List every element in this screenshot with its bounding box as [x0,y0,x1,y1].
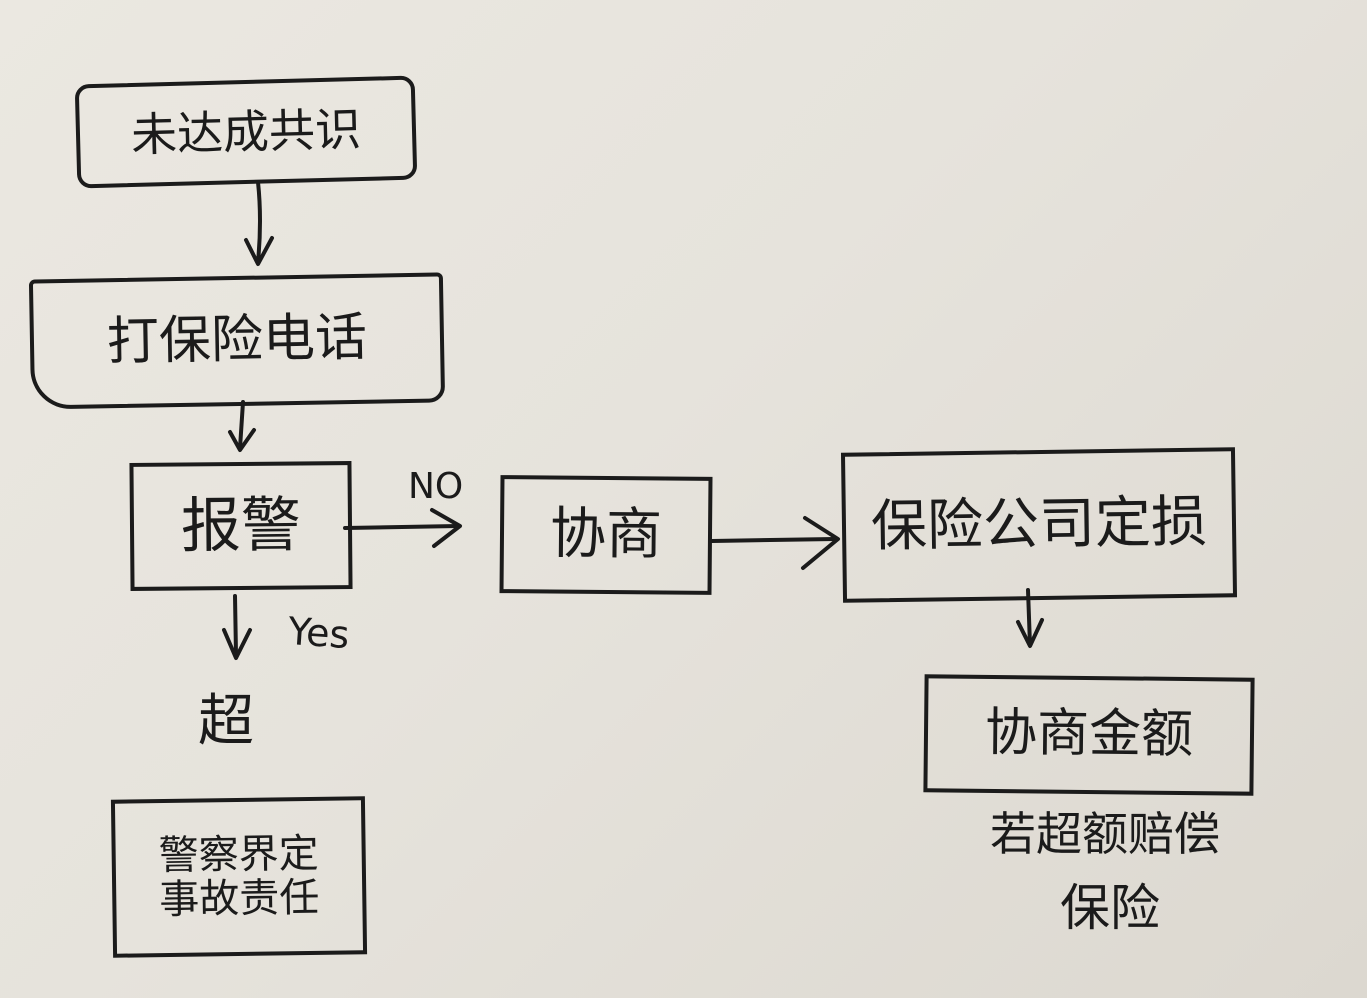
arrowhead-amount [1016,618,1044,648]
arrowhead-yes [222,628,252,660]
node-no-consensus: 未达成共识 [74,75,418,189]
node-call-police: 报警 [129,461,353,591]
arrowhead-insurance-call [244,236,274,266]
node-negotiate: 协商 [499,475,713,595]
arrowhead-negotiate [430,508,462,548]
node-call-insurance: 打保险电话 [28,272,446,410]
node-insurer-assess: 保险公司定损 [840,447,1238,603]
label-yes: Yes [286,608,351,658]
label-exceed: 超 [198,689,254,754]
label-no: NO [408,466,464,507]
arrow-insurer-to-amount [1026,588,1032,647]
label-insurance: 保险 [1060,879,1160,937]
arrow-police-yes [233,594,238,657]
arrow-consensus-to-insurance-call [256,180,262,264]
node-negotiate-amount: 协商金额 [923,674,1255,796]
arrowhead-insurer [801,516,840,570]
arrow-police-to-negotiate [343,524,460,530]
arrow-insurance-call-to-police [238,400,245,450]
label-beyond-compensation: 若超额赔偿 [990,807,1220,861]
arrow-negotiate-to-insurer [710,537,837,543]
node-police-liability: 警察界定 事故责任 [110,796,368,958]
arrowhead-police [228,428,256,452]
